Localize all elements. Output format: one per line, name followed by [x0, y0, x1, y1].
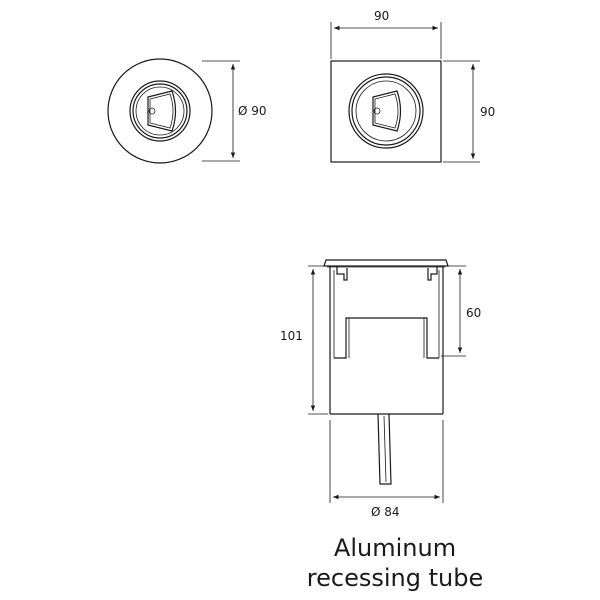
inner-depth-dimension: 60 [441, 265, 481, 357]
square-height-dimension: 90 [443, 60, 495, 163]
round-diameter-dimension: Ø 90 [202, 60, 267, 162]
round-diameter-label: Ø 90 [238, 104, 267, 118]
lens-icon [372, 90, 402, 132]
round-top-view [107, 58, 213, 164]
tube-height-dimension: 101 [280, 265, 328, 415]
tube-height-label: 101 [280, 329, 303, 343]
square-top-view [330, 60, 442, 163]
inner-depth-label: 60 [466, 306, 481, 320]
square-width-dimension: 90 [330, 9, 442, 59]
tube-side-view [323, 259, 449, 485]
tube-diameter-dimension: Ø 84 [329, 420, 444, 519]
caption-line-1: Aluminum [333, 534, 457, 562]
square-width-label: 90 [374, 9, 389, 23]
lens-icon [147, 90, 177, 132]
caption: Aluminum recessing tube [260, 533, 530, 593]
tube-diameter-label: Ø 84 [371, 505, 400, 519]
caption-line-2: recessing tube [306, 564, 484, 592]
square-height-label: 90 [480, 105, 495, 119]
